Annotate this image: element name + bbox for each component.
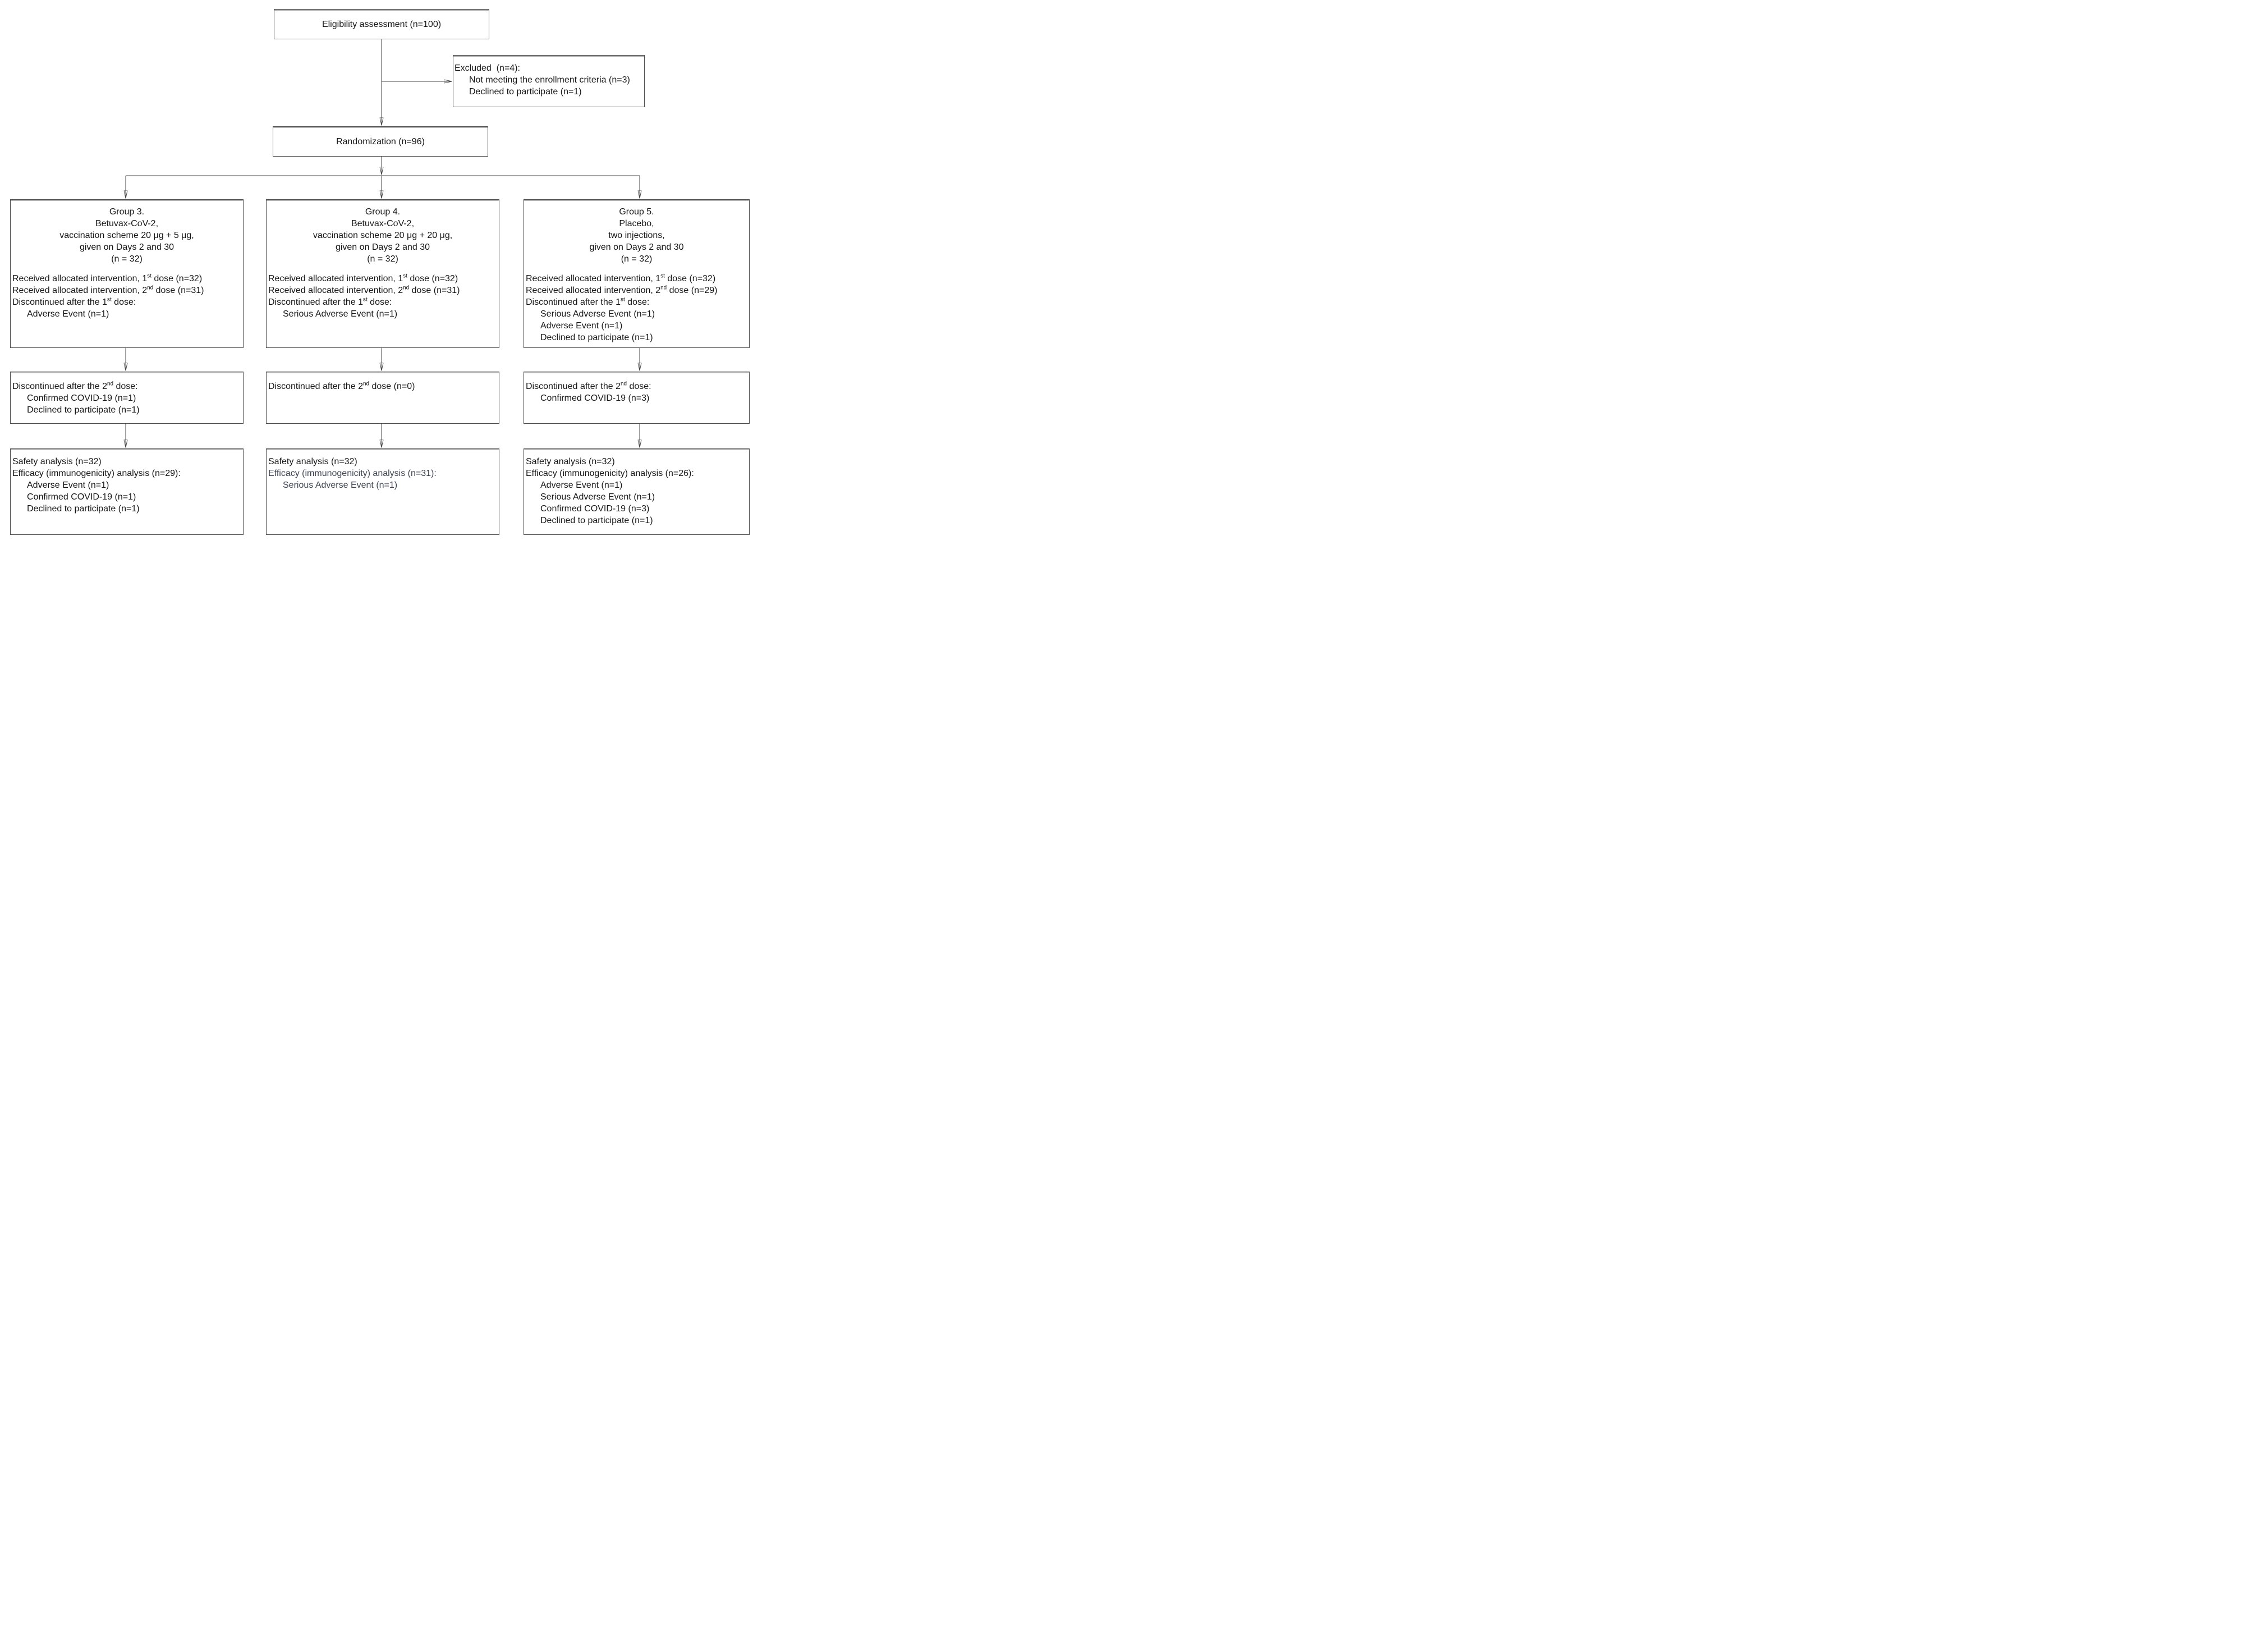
group-n: (n = 32) <box>621 254 653 264</box>
flow-line: Discontinued after the 2nd dose (n=0) <box>268 381 415 391</box>
excluded-item: Declined to participate (n=1) <box>469 87 582 97</box>
flow-line: Discontinued after the 1st dose: <box>12 296 136 307</box>
eligibility-box: Eligibility assessment (n=100) <box>274 9 489 39</box>
group-vaccine: Betuvax-CoV-2, <box>351 219 415 228</box>
group-days: given on Days 2 and 30 <box>589 242 684 252</box>
allocation-box-group3: Group 3. Betuvax-CoV-2, vaccination sche… <box>10 199 244 348</box>
flow-line: Adverse Event (n=1) <box>540 480 623 490</box>
eligibility-label: Eligibility assessment (n=100) <box>322 19 442 29</box>
group-scheme: vaccination scheme 20 μg + 20 μg, <box>313 231 453 240</box>
group-n: (n = 32) <box>111 254 143 264</box>
flow-line: Safety analysis (n=32) <box>12 457 102 466</box>
flow-line: Safety analysis (n=32) <box>268 457 357 466</box>
allocation-details: Received allocated intervention, 1st dos… <box>524 273 749 344</box>
flow-line: Received allocated intervention, 2nd dos… <box>12 285 204 295</box>
flow-line: Adverse Event (n=1) <box>27 309 109 319</box>
group-scheme: vaccination scheme 20 μg + 5 μg, <box>59 231 194 240</box>
excluded-box: Excluded (n=4): Not meeting the enrollme… <box>453 55 645 107</box>
allocation-box-group5: Group 5. Placebo, two injections, given … <box>524 199 750 348</box>
flow-line: Adverse Event (n=1) <box>27 480 109 490</box>
flow-line: Adverse Event (n=1) <box>540 321 623 331</box>
flow-line: Serious Adverse Event (n=1) <box>540 309 655 319</box>
analysis-box-group3: Safety analysis (n=32) Efficacy (immunog… <box>10 448 244 535</box>
flow-line: Received allocated intervention, 1st dos… <box>12 273 203 283</box>
discontinued-box-group3: Discontinued after the 2nd dose: Confirm… <box>10 372 244 424</box>
flow-line: Received allocated intervention, 1st dos… <box>526 273 716 283</box>
group-title: Group 4. <box>365 207 401 217</box>
flow-line: Serious Adverse Event (n=1) <box>540 492 655 502</box>
group-days: given on Days 2 and 30 <box>79 242 175 252</box>
flow-line: Confirmed COVID-19 (n=1) <box>27 393 136 403</box>
flow-line: Efficacy (immunogenicity) analysis (n=31… <box>268 469 437 478</box>
analysis-box-group4: Safety analysis (n=32) Efficacy (immunog… <box>266 448 499 535</box>
flow-line: Discontinued after the 2nd dose: <box>526 381 651 391</box>
flow-line: Declined to participate (n=1) <box>27 504 140 514</box>
group-vaccine: Placebo, <box>619 219 654 228</box>
allocation-details: Received allocated intervention, 1st dos… <box>267 273 499 320</box>
flow-line: Declined to participate (n=1) <box>27 405 140 415</box>
excluded-item: Not meeting the enrollment criteria (n=3… <box>469 75 630 85</box>
group-scheme: two injections, <box>608 231 665 240</box>
discontinued-box-group5: Discontinued after the 2nd dose: Confirm… <box>524 372 750 424</box>
randomization-box: Randomization (n=96) <box>273 126 488 157</box>
group-n: (n = 32) <box>367 254 398 264</box>
flow-line: Received allocated intervention, 2nd dos… <box>268 285 460 295</box>
flow-line: Serious Adverse Event (n=1) <box>283 309 398 319</box>
flow-line: Declined to participate (n=1) <box>540 333 653 342</box>
allocation-box-group4: Group 4. Betuvax-CoV-2, vaccination sche… <box>266 199 499 348</box>
flow-line: Confirmed COVID-19 (n=1) <box>27 492 136 502</box>
allocation-details: Received allocated intervention, 1st dos… <box>11 273 243 320</box>
flow-line: Discontinued after the 1st dose: <box>526 296 650 307</box>
discontinued-box-group4: Discontinued after the 2nd dose (n=0) <box>266 372 499 424</box>
flow-line: Discontinued after the 1st dose: <box>268 296 392 307</box>
flow-line: Received allocated intervention, 1st dos… <box>268 273 458 283</box>
consort-flow-diagram: Eligibility assessment (n=100) Excluded … <box>0 0 756 545</box>
flow-line: Declined to participate (n=1) <box>540 516 653 525</box>
randomization-label: Randomization (n=96) <box>336 136 425 146</box>
group-title: Group 5. <box>619 207 654 217</box>
flow-line: Efficacy (immunogenicity) analysis (n=26… <box>526 469 694 478</box>
flow-line: Discontinued after the 2nd dose: <box>12 381 138 391</box>
flow-line: Confirmed COVID-19 (n=3) <box>540 504 650 514</box>
group-days: given on Days 2 and 30 <box>335 242 430 252</box>
flow-line: Efficacy (immunogenicity) analysis (n=29… <box>12 469 181 478</box>
flow-line: Received allocated intervention, 2nd dos… <box>526 285 718 295</box>
group-title: Group 3. <box>109 207 145 217</box>
flow-line: Serious Adverse Event (n=1) <box>283 480 398 490</box>
analysis-box-group5: Safety analysis (n=32) Efficacy (immunog… <box>524 448 750 535</box>
group-vaccine: Betuvax-CoV-2, <box>95 219 159 228</box>
excluded-title: Excluded (n=4): <box>454 63 520 73</box>
flow-line: Safety analysis (n=32) <box>526 457 615 466</box>
flow-line: Confirmed COVID-19 (n=3) <box>540 393 650 403</box>
